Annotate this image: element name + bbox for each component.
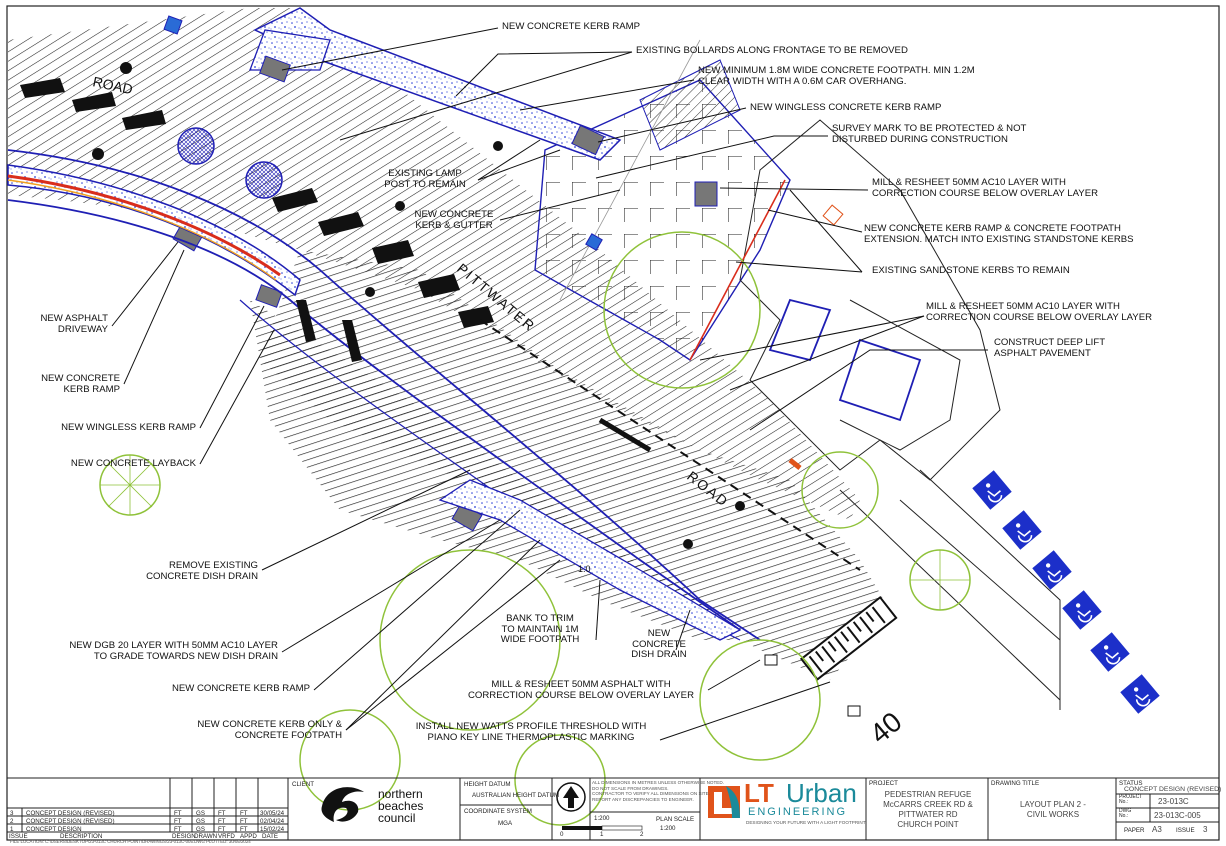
rev-header-issue: ISSUE bbox=[9, 833, 28, 840]
status-value: CONCEPT DESIGN (REVISED) bbox=[1124, 786, 1222, 793]
project-no-label: PROJECT No.: bbox=[1119, 794, 1143, 805]
scale-ratio: 1:200 bbox=[594, 815, 610, 822]
rev-row-3-vrfd: FT bbox=[218, 810, 226, 817]
drawing-title-value: LAYOUT PLAN 2 - CIVIL WORKS bbox=[1020, 800, 1086, 819]
rev-row-1-issue: 1 bbox=[10, 826, 14, 833]
coordinate-system-label: COORDINATE SYSTEM bbox=[464, 808, 532, 815]
rev-header-appd: APPD bbox=[240, 833, 257, 840]
paper-value: A3 bbox=[1152, 825, 1162, 834]
rev-row-1-date: 15/02/24 bbox=[260, 826, 285, 833]
callout-survey-mark: SURVEY MARK TO BE PROTECTED & NOT DISTUR… bbox=[832, 123, 1027, 145]
drawing-title-label: DRAWING TITLE bbox=[991, 780, 1040, 787]
paper-label: PAPER bbox=[1124, 827, 1145, 834]
callout-new-wingless-kerb-ramp-left: NEW WINGLESS KERB RAMP bbox=[61, 422, 196, 433]
project-label: PROJECT bbox=[869, 780, 898, 787]
accessible-parking-signs bbox=[972, 470, 1160, 714]
rev-row-2-date: 02/04/24 bbox=[260, 818, 285, 825]
rev-row-3-appd: FT bbox=[240, 810, 248, 817]
trees bbox=[99, 231, 971, 826]
callout-deep-lift-asphalt: CONSTRUCT DEEP LIFT ASPHALT PAVEMENT bbox=[994, 337, 1106, 359]
project-value: PEDESTRIAN REFUGE McCARRS CREEK RD & PIT… bbox=[883, 790, 973, 829]
rev-row-1-vrfd: FT bbox=[218, 826, 226, 833]
callout-existing-bollards: EXISTING BOLLARDS ALONG FRONTAGE TO BE R… bbox=[636, 45, 908, 56]
chainage-label: 1.0 bbox=[578, 564, 591, 574]
callout-kerb-only-footpath: NEW CONCRETE KERB ONLY & CONCRETE FOOTPA… bbox=[197, 719, 342, 741]
scale-bar bbox=[562, 825, 643, 831]
callout-mill-resheet-2: MILL & RESHEET 50MM AC10 LAYER WITH CORR… bbox=[926, 301, 1153, 323]
rev-row-3-issue: 3 bbox=[10, 810, 14, 817]
scale-tick-2: 2 bbox=[640, 831, 644, 838]
firm-logo-icon bbox=[708, 786, 740, 818]
north-arrow-icon bbox=[556, 782, 586, 812]
dwg-no-value: 23-013C-005 bbox=[1154, 811, 1201, 820]
callout-mill-resheet-3: MILL & RESHEET 50MM ASPHALT WITH CORRECT… bbox=[467, 679, 695, 701]
firm-name-urban: Urban bbox=[786, 778, 857, 808]
callout-new-concrete-kerb-ramp-top: NEW CONCRETE KERB RAMP bbox=[502, 21, 641, 32]
callout-bank-to-trim: BANK TO TRIM TO MAINTAIN 1m WIDE FOOTPAT… bbox=[500, 613, 580, 646]
rev-row-3-design: FT bbox=[174, 810, 182, 817]
callout-new-asphalt-driveway: NEW ASPHALT DRIVEWAY bbox=[40, 313, 108, 335]
rev-header-vrfd: VRFD bbox=[218, 833, 235, 840]
rev-row-1-desc: CONCEPT DESIGN bbox=[26, 826, 82, 833]
scale-tick-0: 0 bbox=[560, 831, 564, 838]
plan-scale-label: PLAN SCALE bbox=[656, 816, 695, 823]
rev-row-1-appd: FT bbox=[240, 826, 248, 833]
rev-row-2-design: FT bbox=[174, 818, 182, 825]
rev-row-3-desc: CONCEPT DESIGN (REVISED) bbox=[26, 810, 115, 817]
rev-header-date: DATE bbox=[262, 833, 279, 840]
rev-row-3-date: 30/05/24 bbox=[260, 810, 285, 817]
callout-kerb-and-gutter: NEW CONCRETE KERB & GUTTER bbox=[414, 209, 494, 231]
plan-scale-value: 1:200 bbox=[660, 825, 676, 832]
height-datum-label: HEIGHT DATUM bbox=[464, 781, 511, 788]
client-name: northern beaches council bbox=[378, 787, 424, 825]
dwg-no-label: DWG No.: bbox=[1119, 808, 1132, 819]
callout-new-concrete-kerb-ramp-left: NEW CONCRETE KERB RAMP bbox=[41, 373, 120, 395]
rev-row-2-drawn: GS bbox=[196, 818, 205, 825]
firm-name-lt: LT bbox=[744, 778, 774, 808]
scale-tick-1: 1 bbox=[600, 831, 604, 838]
council-logo-icon bbox=[321, 787, 364, 822]
leader-lines bbox=[111, 27, 988, 741]
rev-row-2-vrfd: FT bbox=[218, 818, 226, 825]
project-no-value: 23-013C bbox=[1158, 797, 1189, 806]
issue-value: 3 bbox=[1203, 825, 1208, 834]
callout-new-dish-drain: NEW CONCRETE DISH DRAIN bbox=[631, 628, 687, 661]
callout-new-wingless-kerb-ramp: NEW WINGLESS CONCRETE KERB RAMP bbox=[750, 102, 942, 113]
rev-row-1-drawn: GS bbox=[196, 826, 205, 833]
height-datum-value: AUSTRALIAN HEIGHT DATUM bbox=[472, 792, 560, 799]
client-label: CLIENT bbox=[292, 781, 315, 788]
callout-existing-lamp-post: EXISTING LAMP POST TO REMAIN bbox=[384, 168, 466, 190]
callout-new-concrete-kerb-ramp-bottom: NEW CONCRETE KERB RAMP bbox=[171, 683, 310, 694]
rev-header-drawn: DRAWN bbox=[194, 833, 218, 840]
base-plan bbox=[7, 7, 1061, 717]
rev-row-2-appd: FT bbox=[240, 818, 248, 825]
file-location-footer: FILE LOCATION: C:\USERS\DESKTOP\23-013C … bbox=[10, 839, 251, 844]
callout-kerb-ramp-footpath-extension: NEW CONCRETE KERB RAMP & CONCRETE FOOTPA… bbox=[864, 223, 1134, 245]
issue-label: ISSUE bbox=[1176, 827, 1195, 834]
rev-row-3-drawn: GS bbox=[196, 810, 205, 817]
title-block-frame bbox=[6, 777, 1220, 841]
rev-header-description: DESCRIPTION bbox=[60, 833, 103, 840]
callout-mill-resheet-1: MILL & RESHEET 50MM AC10 LAYER WITH CORR… bbox=[872, 177, 1099, 199]
callout-new-concrete-layback: NEW CONCRETE LAYBACK bbox=[70, 458, 196, 469]
coordinate-system-value: MGA bbox=[498, 820, 513, 827]
rev-row-2-issue: 2 bbox=[10, 818, 14, 825]
firm-tagline: DESIGNING YOUR FUTURE WITH A LIGHT FOOTP… bbox=[746, 820, 866, 825]
status-label: STATUS bbox=[1119, 780, 1143, 787]
firm-name-engineering: ENGINEERING bbox=[748, 806, 848, 818]
callout-new-dgb-layer: NEW DGB 20 LAYER WITH 50mm AC10 LAYER TO… bbox=[69, 640, 278, 662]
rev-row-1-design: FT bbox=[174, 826, 182, 833]
rev-row-2-desc: CONCEPT DESIGN (REVISED) bbox=[26, 818, 115, 825]
rev-header-design: DESIGN bbox=[172, 833, 196, 840]
callout-remove-dish-drain: REMOVE EXISTING CONCRETE DISH DRAIN bbox=[146, 560, 258, 582]
callout-watts-profile-threshold: INSTALL NEW WATTS PROFILE THRESHOLD WITH… bbox=[415, 721, 647, 743]
callout-existing-sandstone-kerbs: EXISTING SANDSTONE KERBS TO REMAIN bbox=[872, 265, 1070, 276]
general-notes: ALL DIMENSIONS IN METRES UNLESS OTHERWIS… bbox=[592, 780, 724, 802]
callout-new-footpath: NEW MINIMUM 1.8M WIDE CONCRETE FOOTPATH.… bbox=[698, 65, 975, 87]
